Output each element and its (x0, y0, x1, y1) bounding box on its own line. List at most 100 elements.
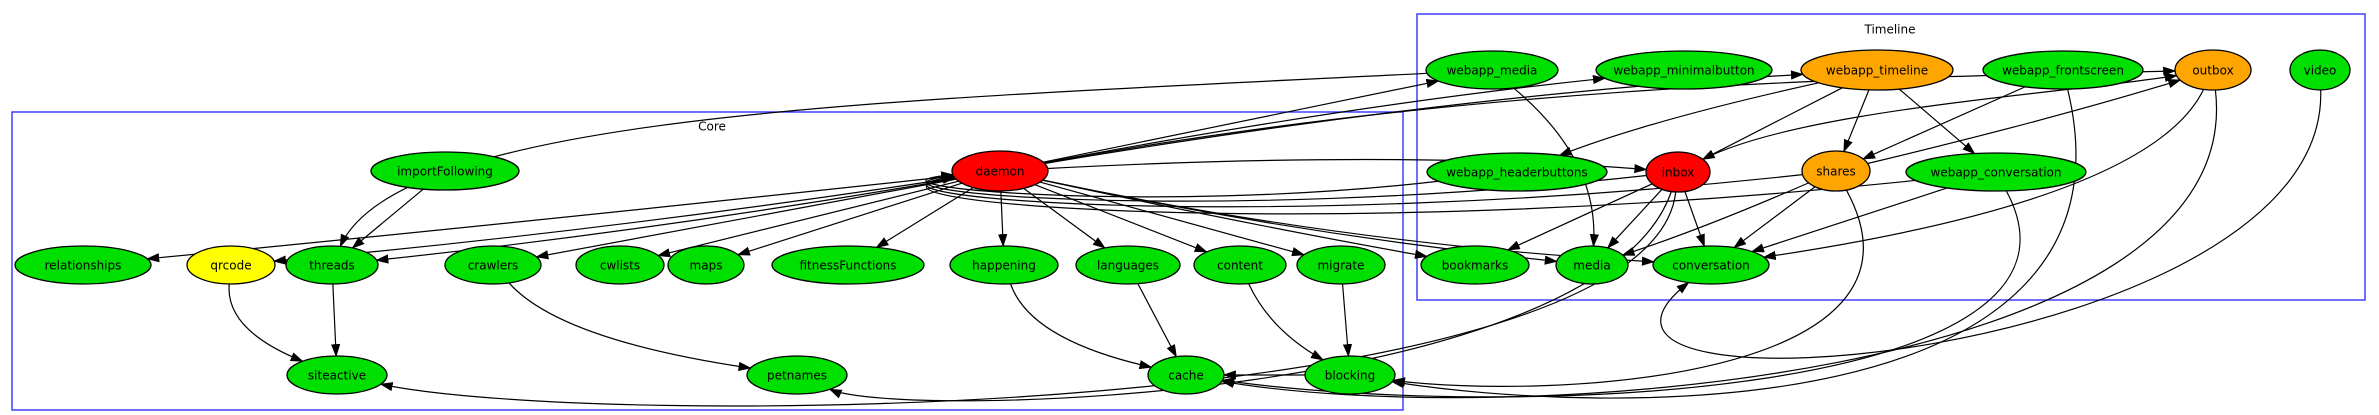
webapp_timeline-node-shape (1800, 49, 1954, 91)
conversation-node-shape (1652, 245, 1770, 285)
edge-webapp_frontscreen-to-blocking (1390, 88, 2077, 399)
edge-shares-to-blocking (1391, 189, 1864, 387)
nodes: relationships qrcode threads importFollowin… (14, 49, 2351, 395)
node-bookmarks: bookmarks (1420, 245, 1530, 285)
edge-video-to-conversation (1660, 89, 2322, 359)
edge-webapp_media-to-threads (339, 72, 1428, 248)
edge-inbox-to-media (1606, 188, 1663, 249)
node-relationships: relationships (14, 245, 152, 285)
webapp_conversation-node-shape (1905, 152, 2087, 192)
node-webapp_conversation: webapp_conversation (1905, 152, 2087, 192)
video-node-shape (2289, 49, 2351, 91)
webapp_media-node-label: webapp_media (1447, 64, 1538, 78)
petnames-node-shape (746, 355, 848, 395)
edge-shares-to-conversation (1733, 186, 1816, 249)
node-migrate: migrate (1296, 245, 1386, 285)
node-threads: threads (285, 245, 379, 285)
threads-node-shape (285, 245, 379, 285)
conversation-node-label: conversation (1672, 259, 1750, 273)
node-importFollowing: importFollowing (370, 151, 520, 191)
webapp_timeline-node-label: webapp_timeline (1826, 64, 1928, 78)
node-blocking: blocking (1304, 355, 1396, 395)
edge-shares-to-media (1621, 182, 1809, 256)
edge-outbox-to-cache (1220, 89, 2218, 399)
node-shares: shares (1801, 150, 1871, 192)
maps-node-label: maps (690, 259, 723, 273)
edge-inbox-to-bookmarks (1506, 183, 1653, 251)
webapp_headerbuttons-node-shape (1426, 152, 1608, 192)
importFollowing-node-label: importFollowing (397, 165, 493, 179)
fitnessFunctions-node-shape (771, 245, 925, 285)
webapp_headerbuttons-node-label: webapp_headerbuttons (1446, 166, 1588, 180)
qrcode-node-label: qrcode (210, 259, 251, 273)
maps-node-shape (667, 245, 745, 285)
node-fitnessFunctions: fitnessFunctions (771, 245, 925, 285)
happening-node-shape (949, 245, 1059, 285)
edge-daemon-to-cwlists (656, 180, 959, 258)
node-cache: cache (1147, 355, 1225, 395)
crawlers-node-shape (444, 245, 542, 285)
webapp_frontscreen-node-shape (1982, 50, 2144, 90)
bookmarks-node-label: bookmarks (1442, 259, 1508, 273)
daemon-node-shape (951, 150, 1049, 192)
webapp_minimalbutton-node-label: webapp_minimalbutton (1613, 64, 1754, 78)
edge-daemon-to-fitnessFunctions (875, 187, 974, 249)
edge-daemon-to-webapp_minimalbutton (1043, 74, 1607, 164)
edge-daemon-to-threads (375, 178, 956, 264)
outbox-node-label: outbox (2192, 64, 2233, 78)
edge-webapp_timeline-to-webapp_conversation (1898, 88, 1976, 155)
cache-node-shape (1147, 355, 1225, 395)
inbox-node-shape (1645, 151, 1711, 193)
node-media: media (1555, 245, 1629, 285)
edge-outbox-to-conversation (1762, 89, 2205, 261)
node-video: video (2289, 49, 2351, 91)
shares-node-label: shares (1816, 165, 1856, 179)
node-conversation: conversation (1652, 245, 1770, 285)
edge-migrate-to-blocking (1341, 283, 1353, 358)
node-webapp_frontscreen: webapp_frontscreen (1982, 50, 2144, 90)
crawlers-node-label: crawlers (468, 259, 519, 273)
node-siteactive: siteactive (286, 355, 388, 395)
webapp_conversation-node-label: webapp_conversation (1931, 166, 2062, 180)
node-cwlists: cwlists (575, 245, 665, 285)
edge-content-to-blocking (1248, 283, 1325, 361)
siteactive-node-shape (286, 355, 388, 395)
edge-webapp_timeline-to-inbox (1701, 87, 1843, 160)
cache-node-label: cache (1168, 369, 1204, 383)
edge-webapp_conversation-to-conversation (1750, 187, 1948, 253)
cwlists-node-shape (575, 245, 665, 285)
edge-daemon-to-maps (736, 182, 963, 256)
edge-inbox-to-conversation (1684, 191, 1705, 248)
cwlists-node-label: cwlists (600, 259, 640, 273)
languages-node-label: languages (1097, 259, 1159, 273)
node-outbox: outbox (2174, 49, 2252, 91)
edge-happening-to-cache (1009, 283, 1153, 370)
edge-daemon-to-happening (998, 190, 1008, 248)
webapp_media-node-shape (1425, 50, 1559, 90)
media-node-label: media (1573, 259, 1610, 273)
edge-inbox-to-siteactive (379, 191, 1677, 407)
node-content: content (1193, 245, 1287, 285)
edge-webapp_headerbuttons-to-daemon (925, 171, 1439, 198)
video-node-label: video (2304, 64, 2337, 78)
node-crawlers: crawlers (444, 245, 542, 285)
edge-daemon-to-webapp_media (1042, 78, 1440, 163)
node-maps: maps (667, 245, 745, 285)
migrate-node-shape (1296, 245, 1386, 285)
edge-crawlers-to-petnames (508, 282, 752, 371)
edge-daemon-to-migrate (1039, 181, 1306, 257)
bookmarks-node-shape (1420, 245, 1530, 285)
media-node-shape (1555, 245, 1629, 285)
edge-webapp_timeline-to-webapp_headerbuttons (1558, 82, 1819, 156)
migrate-node-label: migrate (1317, 259, 1364, 273)
node-happening: happening (949, 245, 1059, 285)
edge-importFollowing-to-threads (351, 188, 424, 249)
node-qrcode: qrcode (186, 245, 276, 285)
cluster-box-core (11, 111, 1404, 411)
relationships-node-label: relationships (45, 259, 122, 273)
edge-webapp_frontscreen-to-shares (1861, 86, 2026, 160)
edge-languages-to-cache (1137, 283, 1177, 358)
threads-node-label: threads (309, 259, 355, 273)
edge-daemon-to-crawlers (535, 178, 957, 260)
